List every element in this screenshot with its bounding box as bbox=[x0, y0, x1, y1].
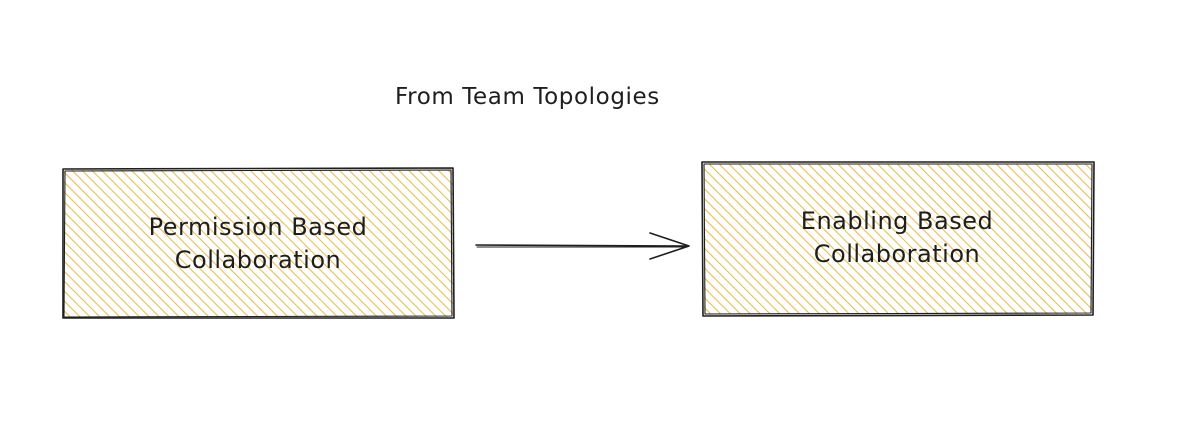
edge-permission-to-enabling bbox=[475, 232, 690, 260]
node-permission-label-line2: Collaboration bbox=[175, 246, 341, 274]
node-enabling-based-collaboration: Enabling Based Collaboration bbox=[701, 161, 1095, 317]
node-enabling-border bbox=[701, 161, 1095, 317]
node-permission-border bbox=[62, 167, 455, 319]
node-permission-label-line1: Permission Based bbox=[149, 213, 368, 241]
node-permission-border-sketch bbox=[63, 169, 453, 318]
arrow-head bbox=[649, 232, 690, 260]
node-enabling-border-sketch bbox=[703, 163, 1093, 315]
node-enabling-label-line2: Collaboration bbox=[814, 240, 980, 268]
arrow-shaft bbox=[475, 244, 688, 247]
diagram-title: From Team Topologies bbox=[395, 84, 660, 110]
node-permission-based-collaboration: Permission Based Collaboration bbox=[62, 167, 455, 319]
node-permission-fill bbox=[64, 170, 453, 317]
node-enabling-fill bbox=[704, 164, 1092, 314]
node-enabling-label-line1: Enabling Based bbox=[801, 207, 993, 235]
